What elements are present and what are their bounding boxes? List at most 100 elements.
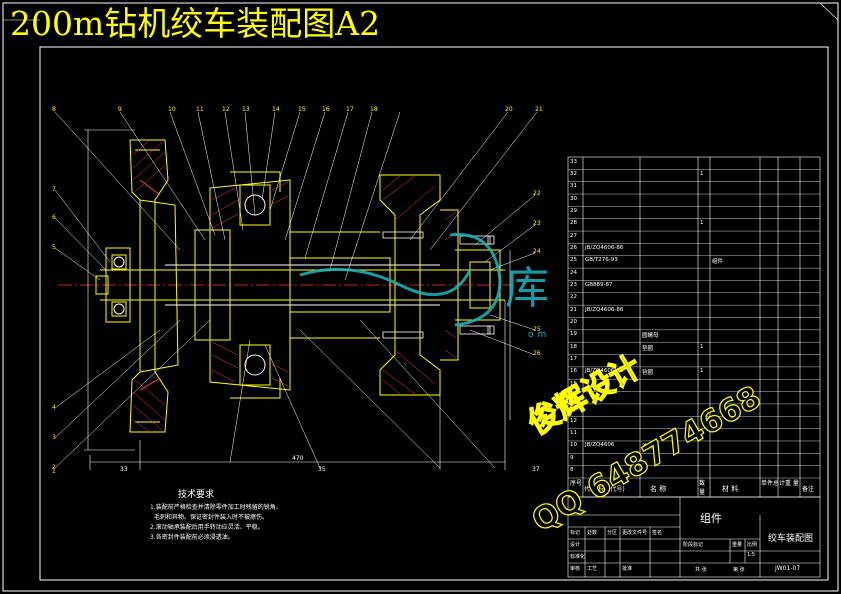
bom-cell-code: GB/T276-93 bbox=[585, 257, 618, 264]
dim-right: 37 bbox=[532, 466, 540, 473]
bom-cell-qty: 1 bbox=[700, 343, 704, 350]
bom-cell-code: JB/ZQ4606-86 bbox=[585, 306, 624, 313]
bom-cell-no: 12 bbox=[570, 417, 577, 424]
watermark-logo bbox=[299, 233, 502, 327]
balloon-top-14: 14 bbox=[272, 106, 280, 113]
title-block-label: 批准 bbox=[622, 566, 633, 572]
bom-head-note: 备注 bbox=[802, 486, 815, 493]
tech-req-2: 毛刺和异物。保证密封件装入时不被擦伤。 bbox=[154, 514, 269, 521]
bom-cell-no: 16 bbox=[570, 368, 577, 375]
bom-cell-no: 28 bbox=[570, 220, 577, 227]
bom-cell-no: 18 bbox=[570, 343, 577, 350]
balloon-top-21: 21 bbox=[535, 106, 543, 113]
bom-cell-no: 13 bbox=[570, 405, 577, 412]
tech-req-heading: 技术要求 bbox=[178, 490, 215, 500]
balloon-top-18: 18 bbox=[370, 106, 378, 113]
balloon-top-17: 17 bbox=[346, 106, 354, 113]
bom-cell-no: 27 bbox=[570, 232, 577, 239]
balloon-left-4: 4 bbox=[52, 404, 56, 411]
left-pulley bbox=[129, 139, 179, 433]
balloon-top-15: 15 bbox=[298, 106, 306, 113]
title-block-label: 处数 bbox=[587, 530, 598, 536]
bom-head-qty: 数量 bbox=[699, 480, 706, 496]
title-block-label: 阶段标记 bbox=[683, 542, 704, 548]
title-block-group: 组件 bbox=[700, 512, 722, 525]
dim-bottom-mid: 35 bbox=[318, 466, 326, 473]
bom-cell-no: 24 bbox=[570, 269, 577, 276]
title-block-label: 重量 bbox=[732, 542, 743, 548]
bom-cell-no: 30 bbox=[570, 195, 577, 202]
bom-cell-no: 20 bbox=[570, 319, 577, 325]
bom-cell-no: 19 bbox=[570, 331, 577, 338]
bom-cell-no: 23 bbox=[570, 281, 577, 288]
bom-cell-qty: 1 bbox=[700, 368, 704, 375]
balloon-right-24: 24 bbox=[533, 248, 541, 255]
title-block-label: 设计 bbox=[570, 542, 581, 548]
bom-cell-code: JB/ZQ4606-86 bbox=[585, 368, 624, 375]
balloon-left-1: 1 bbox=[52, 468, 56, 475]
balloon-top-12: 12 bbox=[222, 106, 230, 113]
watermark-logo-text: 库 bbox=[505, 263, 549, 314]
bom-cell-name: 毡圈 bbox=[642, 370, 654, 377]
bom-cell-code: JB/ZQ4606-86 bbox=[585, 244, 624, 251]
title-block-label: 标准化 bbox=[570, 554, 586, 560]
bom-cell-no: 26 bbox=[570, 244, 577, 251]
balloon-left-2: 2 bbox=[52, 464, 56, 471]
title-block-label: 工艺 bbox=[587, 566, 598, 572]
bom-cell-no: 8 bbox=[570, 467, 574, 474]
balloon-top-9: 9 bbox=[118, 106, 122, 113]
bom-cell-code: GB889-87 bbox=[585, 281, 613, 288]
bom-cell-name: 圆螺母 bbox=[642, 333, 659, 340]
title-block-label: 第 张 bbox=[733, 567, 745, 573]
title-block-label: 标记 bbox=[570, 530, 581, 536]
bom-cell-no: 21 bbox=[570, 306, 577, 313]
balloon-left-7: 7 bbox=[52, 186, 56, 193]
title-block-label: 比例 bbox=[747, 542, 758, 548]
title-block-scale: 1:5 bbox=[747, 552, 756, 558]
bom-head-weight: 单件总计重 量 bbox=[761, 480, 799, 487]
balloon-left-3: 3 bbox=[52, 434, 56, 441]
bom-cell-qty: 1 bbox=[700, 170, 704, 177]
bom-cell-name: 垫圈 bbox=[642, 345, 654, 352]
balloon-left-5: 5 bbox=[52, 244, 56, 251]
balloon-top-10: 10 bbox=[168, 106, 176, 113]
balloon-top-8: 8 bbox=[52, 106, 56, 113]
balloon-top-20: 20 bbox=[505, 106, 513, 113]
balloon-right-25: 25 bbox=[533, 326, 541, 333]
balloon-top-13: 13 bbox=[242, 106, 250, 113]
bom-cell-no: 9 bbox=[570, 454, 574, 461]
tech-req-1: 1.装配前严格检查并清除零件加工时残留的锐角、 bbox=[150, 504, 282, 511]
balloon-top-16: 16 bbox=[322, 106, 330, 113]
bom-cell-no: 22 bbox=[570, 294, 577, 301]
right-drum bbox=[290, 174, 501, 396]
bom-cell-no: 11 bbox=[570, 430, 577, 437]
bom-cell-qty: 1 bbox=[700, 220, 704, 227]
title-block-label: 更改文件号 bbox=[622, 530, 648, 536]
inner-frame bbox=[39, 46, 829, 581]
bom-cell-no: 31 bbox=[570, 183, 577, 190]
bom-cell-code: JB/ZQ4606 bbox=[585, 442, 615, 449]
clutch-body bbox=[194, 171, 291, 399]
balloon-top-11: 11 bbox=[196, 106, 204, 113]
balloon-right-22: 22 bbox=[533, 190, 541, 197]
bom-cell-note: 组件 bbox=[712, 259, 724, 266]
bom-cell-no: 32 bbox=[570, 170, 577, 177]
title-block-label: 签名 bbox=[652, 530, 663, 536]
bom-cell-no: 14 bbox=[570, 393, 577, 400]
dim-overall: 470 bbox=[292, 455, 304, 462]
balloon-left-6: 6 bbox=[52, 214, 56, 221]
bom-head-code: 代号(标准代号) bbox=[584, 486, 625, 493]
bom-head-material: 材 料 bbox=[722, 485, 739, 493]
title-block-drawing-no: JW01-07 bbox=[775, 565, 801, 572]
title-block bbox=[567, 496, 821, 578]
title-block-label: 分区 bbox=[607, 530, 618, 536]
bom-cell-no: 33 bbox=[570, 158, 577, 165]
bom-head-name: 名 称 bbox=[650, 485, 667, 493]
bom-cell-no: 10 bbox=[570, 442, 577, 449]
watermark-url: om bbox=[528, 330, 551, 340]
tech-req-3: 2.滚动轴承装配后用手转动应灵活、平稳。 bbox=[150, 524, 264, 531]
title-block-drawing-name: 绞车装配图 bbox=[768, 534, 814, 544]
bom-cell-no: 25 bbox=[570, 257, 577, 264]
